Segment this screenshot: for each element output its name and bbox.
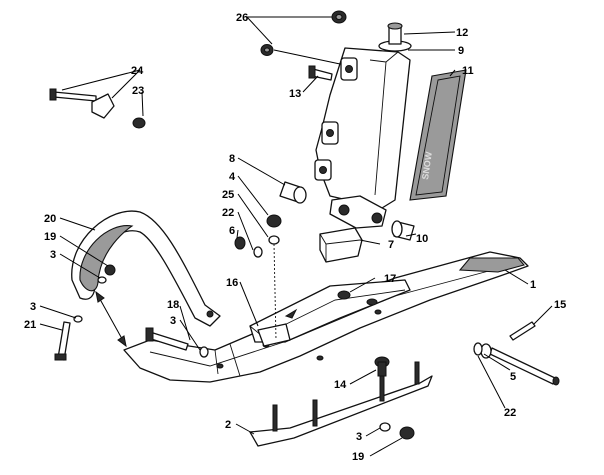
callout-25: 25 bbox=[222, 189, 234, 201]
callout-3-left: 3 bbox=[30, 301, 36, 313]
callout-2: 2 bbox=[225, 419, 231, 431]
callout-12: 12 bbox=[456, 27, 468, 39]
callout-9: 9 bbox=[458, 45, 464, 57]
cap-part-12 bbox=[378, 22, 412, 52]
callout-13: 13 bbox=[289, 88, 301, 100]
callout-14: 14 bbox=[334, 379, 347, 391]
washer-part-22-right bbox=[473, 342, 483, 356]
callout-4: 4 bbox=[229, 171, 236, 183]
callout-16: 16 bbox=[226, 277, 238, 289]
bolt-part-24 bbox=[49, 88, 97, 102]
spindle-yoke bbox=[329, 195, 387, 229]
callout-6: 6 bbox=[229, 225, 235, 237]
nut-part-6 bbox=[234, 236, 246, 250]
bolt-part-21 bbox=[54, 321, 71, 361]
spindle-part-9 bbox=[314, 47, 411, 209]
handle-part-20 bbox=[71, 210, 221, 327]
callout-18: 18 bbox=[167, 299, 179, 311]
washer-part-3-mid bbox=[199, 346, 209, 358]
callout-3-mid: 3 bbox=[170, 315, 176, 327]
callout-15: 15 bbox=[554, 299, 566, 311]
nut-part-19-upper bbox=[104, 264, 116, 276]
nut-part-4 bbox=[266, 214, 282, 228]
callout-20: 20 bbox=[44, 213, 56, 225]
washer-part-25 bbox=[268, 235, 280, 245]
bushing-part-10 bbox=[391, 220, 415, 241]
callout-19-lower: 19 bbox=[352, 451, 364, 463]
callout-7: 7 bbox=[388, 239, 394, 251]
callout-17: 17 bbox=[384, 273, 396, 285]
bolt-part-13 bbox=[308, 65, 333, 81]
callout-5: 5 bbox=[510, 371, 516, 383]
runner-part-2 bbox=[249, 361, 433, 447]
washer-part-3-left bbox=[73, 315, 83, 323]
leader-lines bbox=[39, 16, 553, 457]
callout-26: 26 bbox=[236, 12, 248, 24]
nut-part-26 bbox=[260, 10, 347, 56]
callout-8: 8 bbox=[229, 153, 235, 165]
callout-10: 10 bbox=[416, 233, 428, 245]
callout-3-upper: 3 bbox=[50, 249, 56, 261]
saddle-part-16 bbox=[249, 279, 411, 347]
callout-1: 1 bbox=[530, 279, 536, 291]
callout-11: 11 bbox=[462, 65, 474, 77]
callout-22-right: 22 bbox=[504, 407, 516, 419]
nut-part-19-lower bbox=[399, 426, 415, 440]
nut-part-14 bbox=[374, 356, 390, 377]
callout-22-left: 22 bbox=[222, 207, 234, 219]
decal-text: SNOW bbox=[420, 151, 434, 181]
bolt-part-5 bbox=[480, 343, 560, 386]
callout-19-upper: 19 bbox=[44, 231, 56, 243]
washer-part-22-left bbox=[253, 246, 263, 258]
bracket-part-23 bbox=[91, 93, 146, 129]
decal-part-11 bbox=[409, 69, 467, 201]
bushing-part-8 bbox=[279, 181, 307, 204]
washer-part-3-lower bbox=[379, 422, 391, 432]
callout-3-lower: 3 bbox=[356, 431, 362, 443]
pin-part-15 bbox=[509, 321, 536, 341]
callout-23: 23 bbox=[132, 85, 144, 97]
block-part-7 bbox=[319, 227, 363, 263]
washer-part-3-upper bbox=[97, 276, 107, 284]
callout-24: 24 bbox=[131, 65, 144, 77]
callout-21: 21 bbox=[24, 319, 36, 331]
bolt-part-18 bbox=[145, 327, 189, 351]
